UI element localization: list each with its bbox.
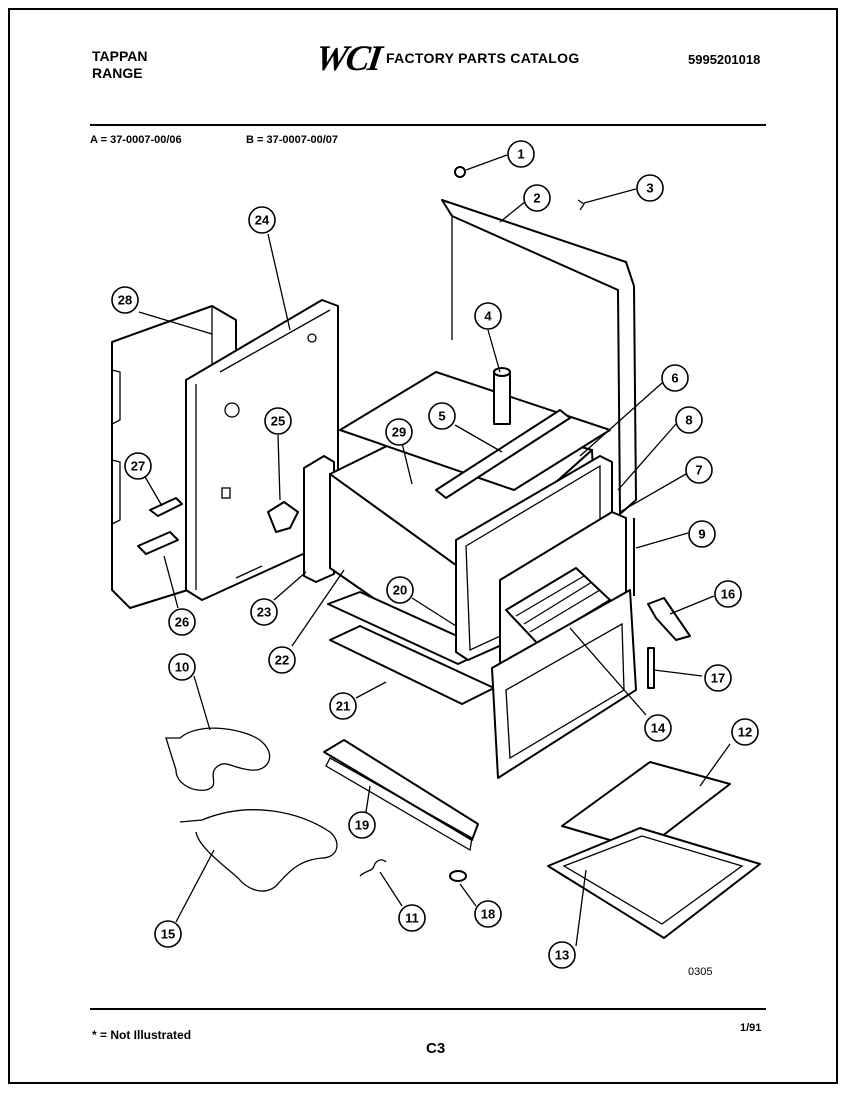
svg-text:15: 15: [161, 927, 175, 942]
model-a: A = 37-0007-00/06: [90, 134, 182, 146]
clip-fastener: [577, 199, 585, 211]
svg-text:24: 24: [255, 213, 270, 228]
callout-28: 28: [111, 286, 139, 314]
callout-14: 14: [644, 714, 672, 742]
vent-tube: [493, 367, 511, 425]
svg-text:29: 29: [392, 425, 406, 440]
drawer-rail: [323, 739, 479, 841]
footer-rule: [90, 1008, 766, 1010]
svg-text:4: 4: [484, 309, 492, 324]
callout-11: 11: [398, 904, 426, 932]
svg-text:7: 7: [695, 463, 702, 478]
model-b: B = 37-0007-00/07: [246, 134, 339, 146]
broil-element: [165, 727, 271, 791]
callout-6: 6: [661, 364, 689, 392]
callout-21: 21: [329, 692, 357, 720]
callout-5: 5: [428, 402, 456, 430]
clamp: [137, 531, 179, 555]
callout-26: 26: [168, 608, 196, 636]
svg-text:9: 9: [698, 527, 705, 542]
leader-lines: [138, 154, 731, 947]
clip: [149, 497, 183, 517]
svg-text:28: 28: [118, 293, 132, 308]
callout-19: 19: [348, 811, 376, 839]
callout-9: 9: [688, 520, 716, 548]
brand-name: TAPPAN: [92, 48, 148, 64]
callout-4: 4: [474, 302, 502, 330]
callout-8: 8: [675, 406, 703, 434]
svg-text:25: 25: [271, 414, 285, 429]
callout-13: 13: [548, 941, 576, 969]
callout-17: 17: [704, 664, 732, 692]
svg-text:23: 23: [257, 605, 271, 620]
callout-1: 1: [507, 140, 535, 168]
back-bracket: [267, 501, 299, 533]
callout-22: 22: [268, 646, 296, 674]
callout-27: 27: [124, 452, 152, 480]
callout-2: 2: [523, 184, 551, 212]
callout-18: 18: [474, 900, 502, 928]
broiler-pan: [547, 827, 761, 939]
page-border: [8, 8, 838, 1084]
callout-29: 29: [385, 418, 413, 446]
svg-text:20: 20: [393, 583, 407, 598]
drawer-clip: [359, 859, 387, 877]
oven-rack: [505, 567, 611, 645]
page-number: C3: [426, 1040, 446, 1057]
svg-text:18: 18: [481, 907, 495, 922]
svg-text:17: 17: [711, 671, 725, 686]
footnote: * = Not Illustrated: [92, 1028, 192, 1042]
bake-element: [179, 809, 338, 892]
callout-25: 25: [264, 407, 292, 435]
catalog-number: 5995201018: [688, 52, 761, 67]
svg-text:6: 6: [671, 371, 678, 386]
brand-block: TAPPAN RANGE: [92, 48, 147, 82]
svg-text:5: 5: [438, 409, 445, 424]
svg-text:1: 1: [517, 147, 524, 162]
svg-text:27: 27: [131, 459, 145, 474]
callout-16: 16: [714, 580, 742, 608]
revision-date: 1/91: [740, 1022, 762, 1034]
svg-text:8: 8: [685, 413, 692, 428]
catalog-title: FACTORY PARTS CATALOG: [386, 50, 580, 66]
svg-text:22: 22: [275, 653, 289, 668]
svg-text:13: 13: [555, 948, 569, 963]
hinge: [647, 647, 655, 689]
svg-text:3: 3: [646, 181, 653, 196]
callout-3: 3: [636, 174, 664, 202]
svg-text:10: 10: [175, 660, 189, 675]
header-rule: [90, 124, 766, 126]
hinge-bracket: [647, 597, 691, 641]
burner-rail: [435, 409, 571, 499]
svg-text:19: 19: [355, 818, 369, 833]
leveling-foot: [449, 870, 467, 882]
svg-text:16: 16: [721, 587, 735, 602]
callout-24: 24: [248, 206, 276, 234]
catalog-header: WCI FACTORY PARTS CATALOG: [313, 38, 580, 78]
callout-15: 15: [154, 920, 182, 948]
side-trim: [303, 455, 335, 583]
callout-10: 10: [168, 653, 196, 681]
callout-7: 7: [685, 456, 713, 484]
svg-text:11: 11: [405, 911, 419, 926]
svg-text:26: 26: [175, 615, 189, 630]
svg-text:2: 2: [533, 191, 540, 206]
product-type: RANGE: [92, 65, 143, 81]
svg-text:12: 12: [738, 725, 752, 740]
callout-12: 12: [731, 718, 759, 746]
figure-number: 0305: [688, 966, 713, 978]
screw-fastener: [454, 166, 466, 178]
callout-23: 23: [250, 598, 278, 626]
svg-text:14: 14: [651, 721, 666, 736]
back-panel: [185, 299, 339, 601]
callout-20: 20: [386, 576, 414, 604]
svg-text:21: 21: [336, 699, 350, 714]
